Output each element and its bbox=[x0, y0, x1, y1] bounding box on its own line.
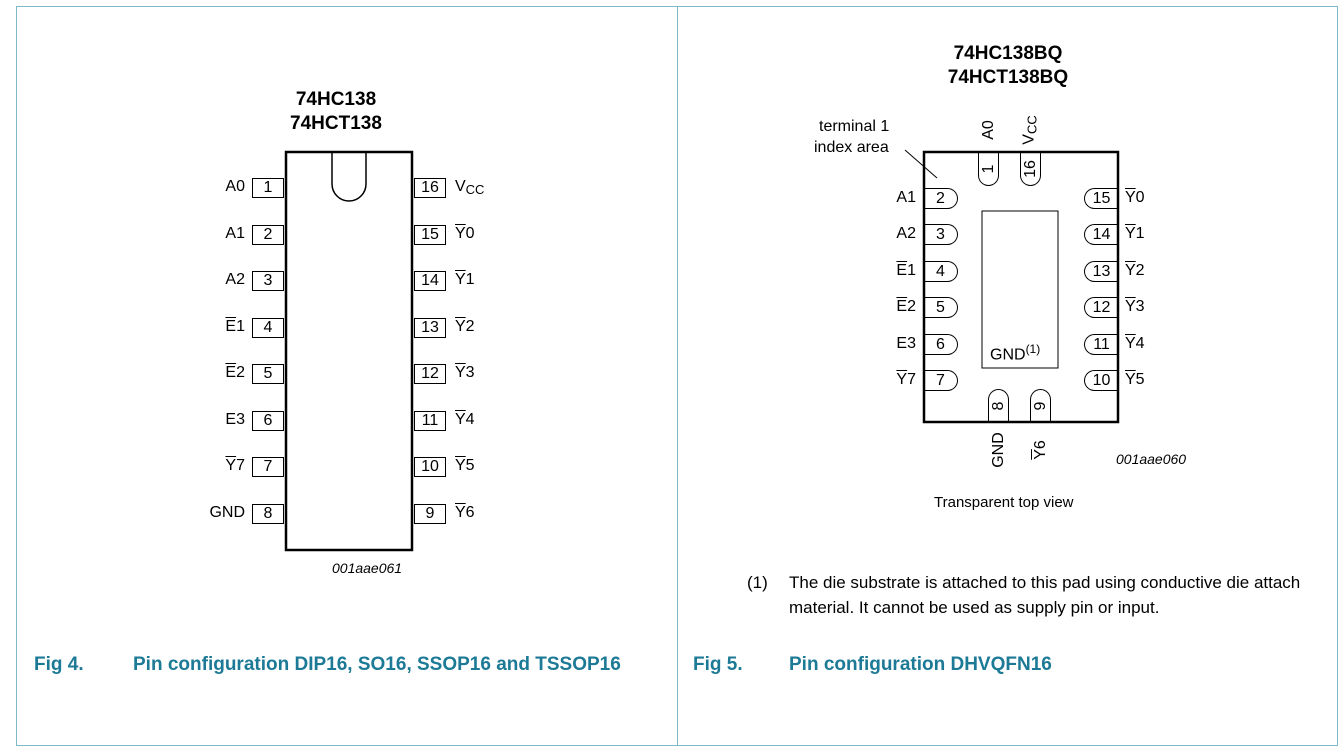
qfn-pin-2: 2 bbox=[924, 188, 958, 209]
dip-pin-11: 11 bbox=[414, 410, 446, 431]
dip-pin-7: 7 bbox=[252, 457, 284, 477]
dip-pin-10: 10 bbox=[414, 457, 446, 477]
qfn-pin-label-7: Y7 bbox=[896, 371, 916, 388]
qfn-pin-label-12: Y3 bbox=[1125, 298, 1145, 316]
qfn-pin-label-5: E2 bbox=[896, 298, 916, 316]
qfn-pin-label-11: Y4 bbox=[1125, 334, 1145, 352]
dip-pin-label-3: A2 bbox=[225, 271, 245, 288]
qfn-pin-7: 7 bbox=[924, 370, 958, 391]
qfn-pin-label-13: Y2 bbox=[1125, 261, 1145, 279]
qfn-title-line1: 74HC138BQ bbox=[953, 43, 1063, 64]
qfn-pin-12: 12 bbox=[1084, 297, 1118, 319]
qfn-pin-6: 6 bbox=[924, 333, 958, 355]
dip-pin-label-4: E1 bbox=[225, 317, 245, 335]
qfn-pin-label-8: GND bbox=[989, 432, 1007, 468]
index-leader-line bbox=[904, 149, 938, 179]
qfn-pin-10: 10 bbox=[1084, 370, 1118, 391]
fig5-number: Fig 5. bbox=[693, 654, 743, 675]
panel-divider bbox=[677, 6, 678, 746]
qfn-pin-label-4: E1 bbox=[896, 261, 916, 279]
qfn-drawing-code: 001aae060 bbox=[1116, 451, 1187, 467]
dip-pin-3: 3 bbox=[252, 271, 284, 291]
fig4-number: Fig 4. bbox=[34, 654, 84, 675]
dip-pin-2: 2 bbox=[252, 224, 284, 245]
dip-pin-label-14: Y1 bbox=[455, 271, 475, 288]
qfn-pin-4: 4 bbox=[924, 260, 958, 282]
qfn-pin-label-10: Y5 bbox=[1125, 371, 1145, 388]
qfn-pin-8: 8 bbox=[988, 389, 1009, 422]
qfn-pin-1: 1 bbox=[978, 153, 999, 186]
qfn-body bbox=[922, 150, 1120, 424]
dip-pin-label-6: E3 bbox=[225, 410, 245, 428]
qfn-title-line2: 74HCT138BQ bbox=[947, 67, 1069, 88]
dip-pin-label-1: A0 bbox=[225, 178, 245, 195]
qfn-pin-label-15: Y0 bbox=[1125, 189, 1145, 206]
dip-pin-label-12: Y3 bbox=[455, 364, 475, 381]
qfn-pin-label-9: Y6 bbox=[1031, 440, 1049, 460]
dip-pin-13: 13 bbox=[414, 317, 446, 338]
qfn-pin-15: 15 bbox=[1084, 188, 1118, 209]
fig4-caption: Pin configuration DIP16, SO16, SSOP16 an… bbox=[133, 654, 621, 675]
dip-pin-label-11: Y4 bbox=[455, 410, 475, 428]
qfn-pin-16: 16 bbox=[1020, 153, 1041, 186]
dip-pin-label-2: A1 bbox=[225, 224, 245, 242]
dip-body bbox=[284, 150, 414, 552]
index-area-label-line1: terminal 1 bbox=[819, 118, 890, 135]
dip-pin-label-7: Y7 bbox=[225, 457, 245, 474]
qfn-pin-label-6: E3 bbox=[896, 334, 916, 352]
dip-title-line2: 74HCT138 bbox=[290, 113, 382, 134]
dip-title-line1: 74HC138 bbox=[295, 89, 377, 110]
index-area-label-line2: index area bbox=[814, 139, 889, 156]
dip-pin-9: 9 bbox=[414, 503, 446, 524]
qfn-pin-label-14: Y1 bbox=[1125, 225, 1145, 243]
qfn-pin-label-3: A2 bbox=[896, 225, 916, 243]
note-text: The die substrate is attached to this pa… bbox=[789, 573, 1301, 617]
dip-pin-4: 4 bbox=[252, 317, 284, 338]
qfn-pin-3: 3 bbox=[924, 224, 958, 246]
dip-pin-label-9: Y6 bbox=[455, 503, 475, 521]
dip-pin-16: 16 bbox=[414, 178, 446, 198]
fig5-caption: Pin configuration DHVQFN16 bbox=[789, 654, 1052, 675]
qfn-pin-label-2: A1 bbox=[896, 189, 916, 206]
qfn-pin-13: 13 bbox=[1084, 260, 1118, 282]
qfn-pin-14: 14 bbox=[1084, 224, 1118, 246]
dip-pin-6: 6 bbox=[252, 410, 284, 431]
dip-pin-12: 12 bbox=[414, 364, 446, 384]
dip-pin-label-10: Y5 bbox=[455, 457, 475, 474]
dip-pin-label-8: GND bbox=[209, 503, 245, 521]
dip-pin-14: 14 bbox=[414, 271, 446, 291]
dip-pin-1: 1 bbox=[252, 178, 284, 198]
dip-drawing-code: 001aae061 bbox=[332, 560, 403, 576]
qfn-pin-label-16: VCC bbox=[1020, 115, 1039, 145]
dip-pin-5: 5 bbox=[252, 364, 284, 384]
exposed-pad bbox=[981, 210, 1059, 369]
qfn-pin-5: 5 bbox=[924, 297, 958, 319]
dip-pin-15: 15 bbox=[414, 224, 446, 245]
dip-pin-label-13: Y2 bbox=[455, 317, 475, 335]
qfn-pin-label-1: A0 bbox=[979, 120, 997, 140]
exposed-pad-label: GND(1) bbox=[990, 342, 1041, 364]
dip-pin-label-15: Y0 bbox=[455, 224, 475, 242]
dip-notch bbox=[331, 153, 367, 202]
qfn-pin-11: 11 bbox=[1084, 333, 1118, 355]
dip-pin-label-16: VCC bbox=[455, 178, 485, 197]
note-marker: (1) bbox=[747, 573, 768, 592]
qfn-pin-9: 9 bbox=[1030, 389, 1051, 422]
dip-pin-8: 8 bbox=[252, 503, 284, 524]
view-label: Transparent top view bbox=[934, 494, 1074, 511]
dip-pin-label-5: E2 bbox=[225, 364, 245, 381]
